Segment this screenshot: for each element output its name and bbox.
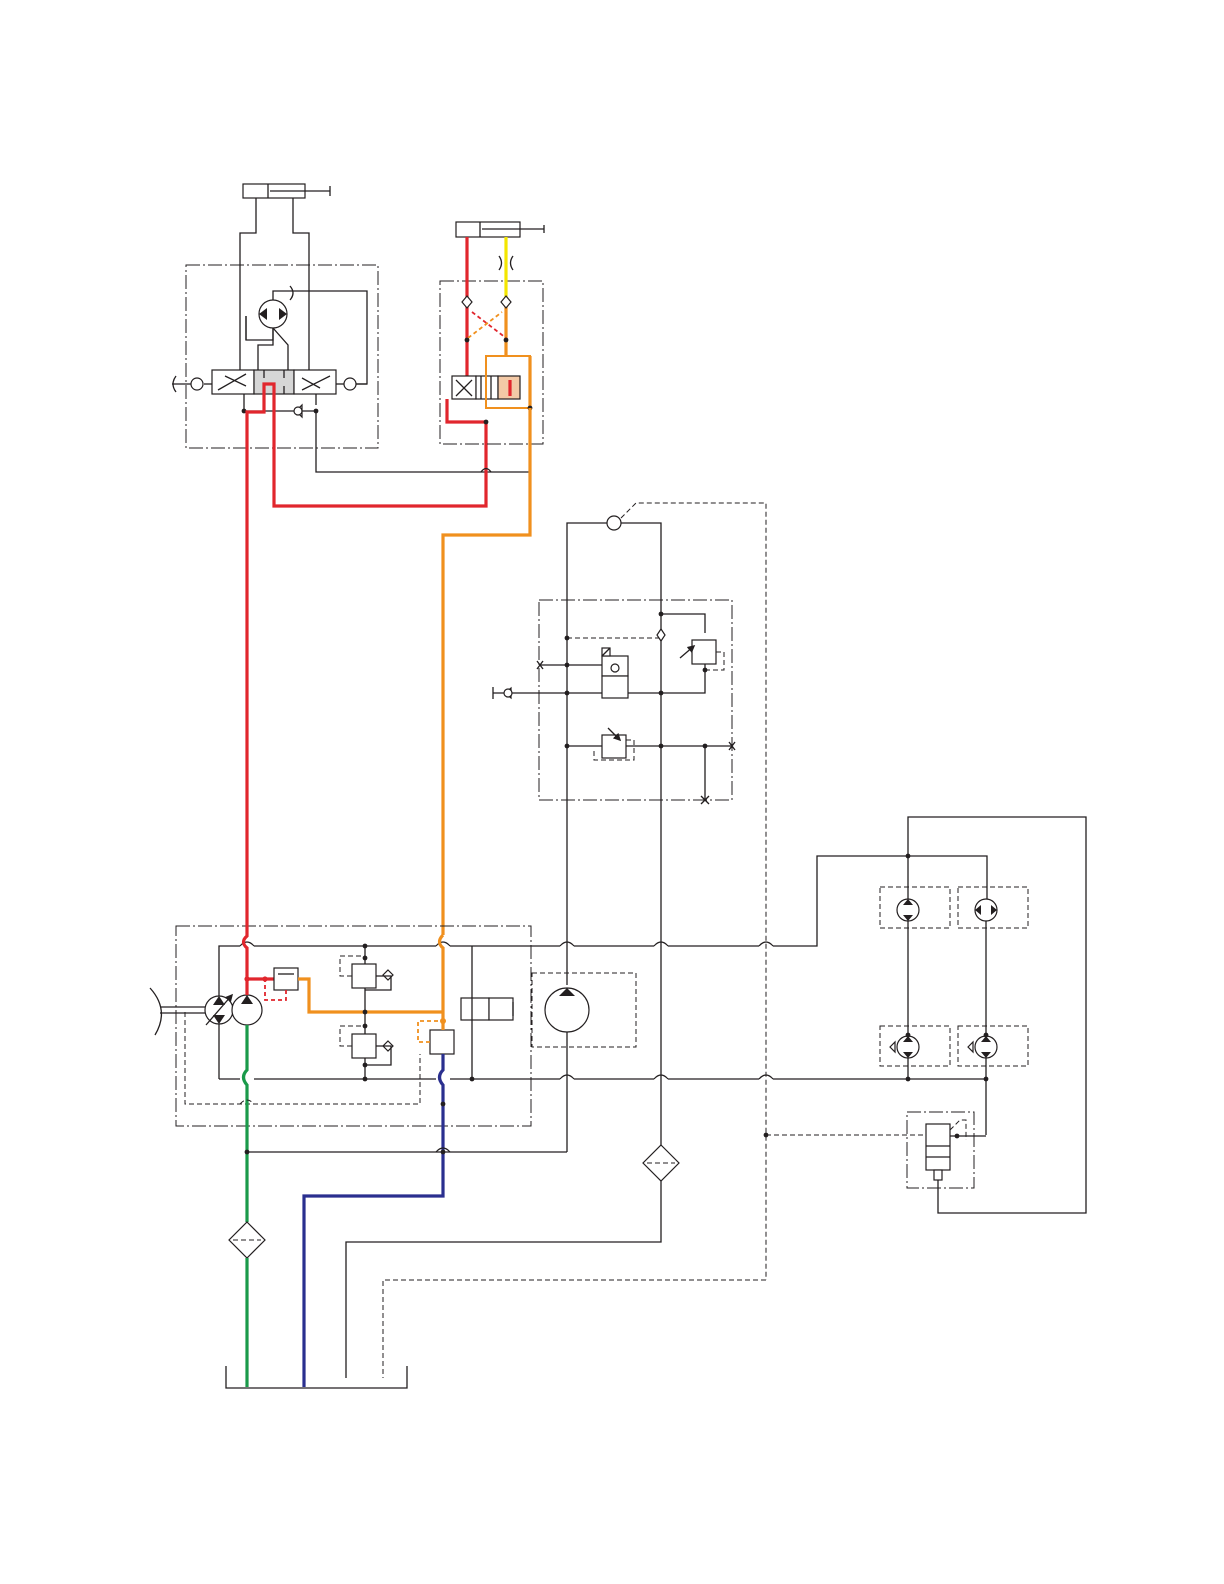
tilt-cylinder	[456, 222, 544, 237]
main-pump-group	[150, 926, 560, 1126]
rail-crossovers	[240, 856, 987, 1152]
wheel-motors	[880, 817, 1086, 1213]
suction-filter	[229, 1222, 265, 1258]
steering-control-valve-block	[172, 265, 530, 472]
charge-pump	[245, 973, 636, 1154]
parking-brake-cylinder	[764, 1112, 986, 1188]
tank	[226, 1366, 407, 1388]
return-filter	[346, 1145, 679, 1378]
tilt-valve-block	[440, 237, 543, 444]
steering-motor	[246, 286, 367, 384]
pilot-valve-block	[493, 503, 766, 1280]
